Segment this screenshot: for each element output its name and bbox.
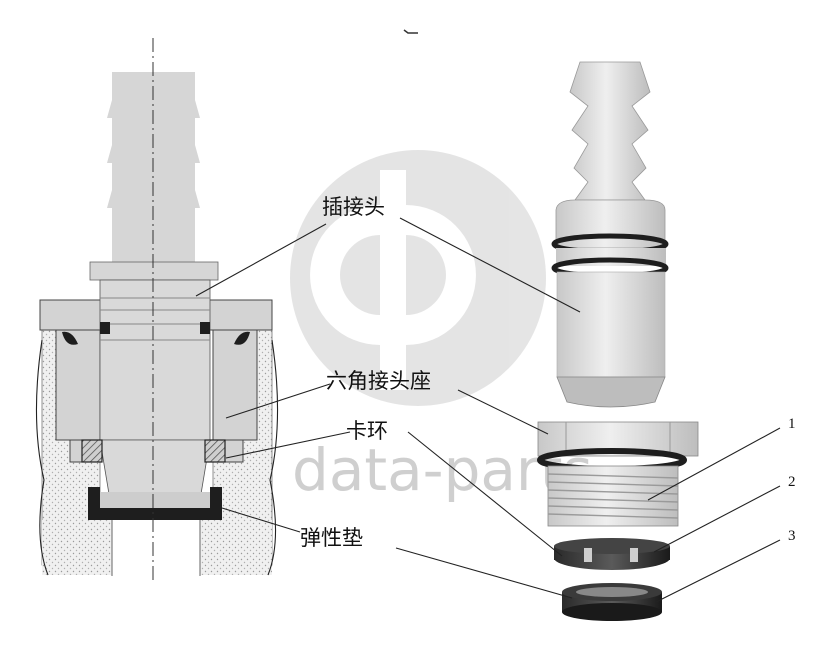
part-number-3: 3 bbox=[788, 528, 796, 544]
plug-connector-part bbox=[551, 61, 669, 408]
label-hex-socket: 六角接头座 bbox=[326, 369, 431, 393]
snap-ring-part bbox=[554, 538, 670, 570]
elastic-pad-part bbox=[562, 583, 662, 621]
leader-lines bbox=[195, 217, 781, 603]
labels: 插接头 六角接头座 卡环 弹性垫 1 2 3 bbox=[300, 195, 796, 550]
snap-ring-section bbox=[81, 439, 226, 463]
plug-connector-section bbox=[89, 72, 219, 501]
scan-mark bbox=[403, 29, 418, 34]
watermark-logo bbox=[290, 150, 546, 406]
watermark: data-parts bbox=[290, 150, 593, 504]
label-elastic-pad: 弹性垫 bbox=[300, 526, 363, 550]
part-number-2: 2 bbox=[788, 474, 796, 490]
exploded-view bbox=[537, 61, 699, 621]
label-plug-connector: 插接头 bbox=[322, 195, 385, 219]
label-snap-ring: 卡环 bbox=[346, 419, 388, 443]
cross-section-view bbox=[35, 38, 279, 580]
hex-socket-part bbox=[537, 421, 699, 527]
part-number-1: 1 bbox=[788, 416, 796, 432]
elastic-pad-section bbox=[88, 487, 222, 520]
